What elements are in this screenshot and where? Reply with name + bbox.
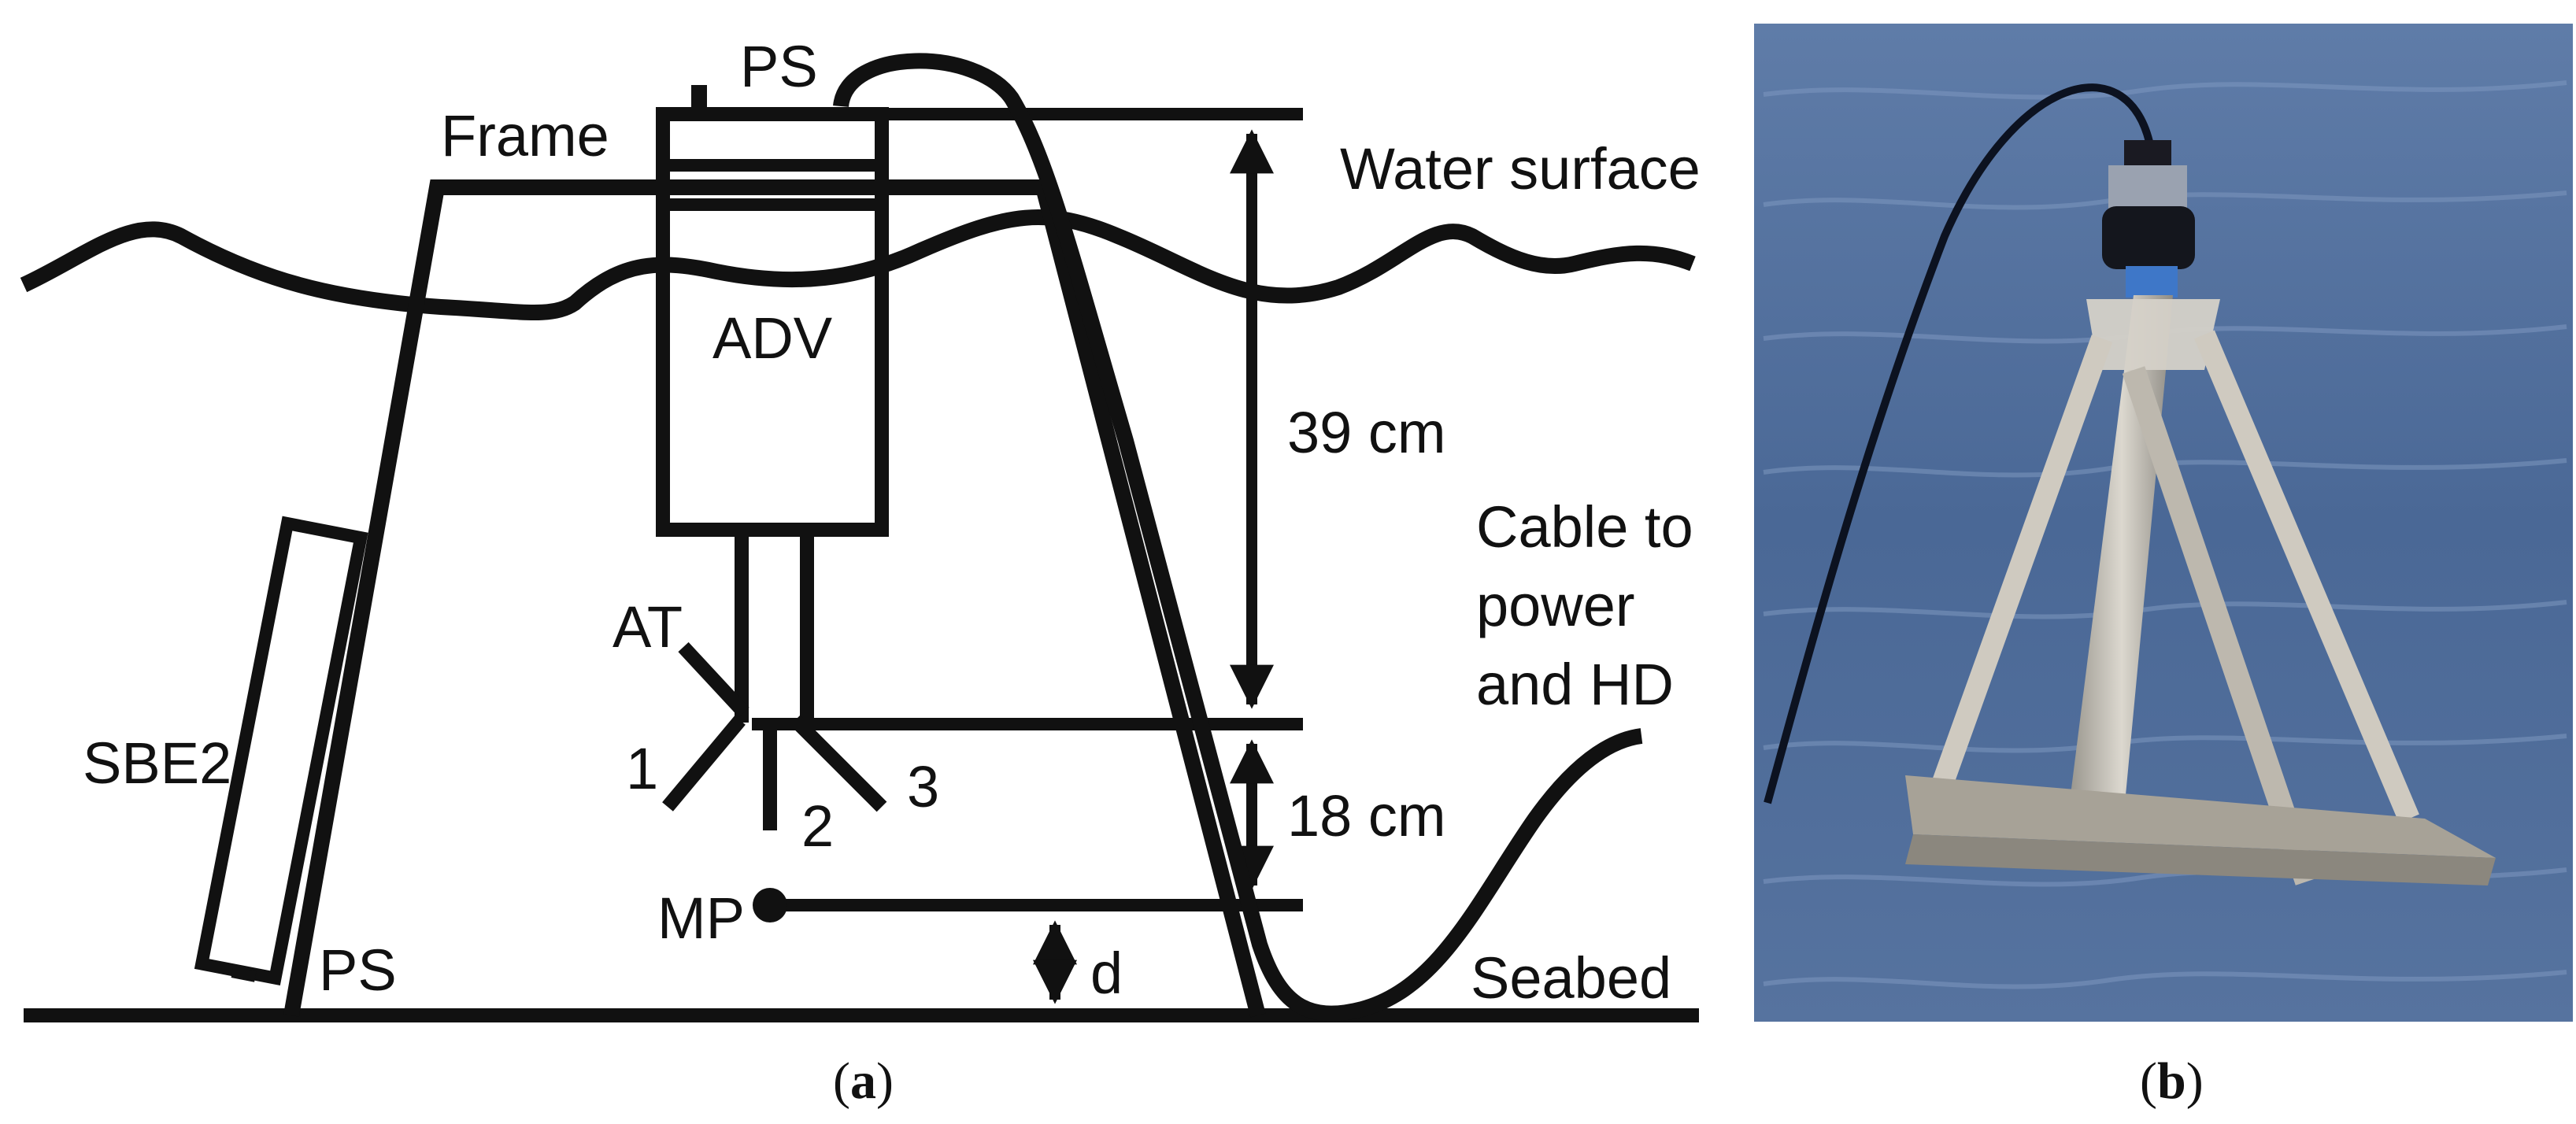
probe-arm-3 [790, 715, 887, 812]
label-adv: ADV [712, 305, 833, 371]
photo-top-mount [2086, 299, 2220, 370]
photo-leg-left [1922, 335, 2113, 815]
label-frame: Frame [441, 103, 609, 168]
sbe2-sensor [194, 516, 368, 986]
label-d: d [1090, 941, 1123, 1006]
label-cable-line1: Cable to [1476, 494, 1693, 560]
label-sbe2: SBE2 [83, 730, 231, 796]
label-mp: MP [657, 886, 745, 951]
adv-housing [656, 107, 889, 537]
photo-adv-head [2102, 140, 2195, 298]
mp-point [753, 888, 787, 922]
probe-arm-1 [662, 715, 746, 812]
label-probe-3: 3 [907, 754, 939, 819]
panel-b-photo [1754, 24, 2573, 1022]
label-ps-bottom: PS [319, 937, 397, 1003]
photo-leg-right [2194, 330, 2419, 823]
cable-line [833, 53, 1643, 1022]
label-at: AT [613, 594, 683, 660]
label-39cm: 39 cm [1287, 400, 1446, 465]
photo-base-bar [1905, 775, 2496, 858]
adv-top-connector [691, 85, 707, 116]
label-cable-line3: and HD [1476, 652, 1674, 717]
photo-cable [1764, 83, 2153, 804]
caption-b: (b) [2140, 1052, 2204, 1110]
probe-arm-at [678, 641, 749, 718]
label-probe-1: 1 [626, 736, 658, 801]
photo-leg-front [2122, 366, 2319, 886]
label-ps-top: PS [740, 34, 818, 99]
caption-a: (a) [833, 1052, 894, 1110]
label-18cm: 18 cm [1287, 783, 1446, 849]
panel-a-schematic: PS Frame Water surface ADV 39 cm Cable t… [20, 34, 1701, 1110]
water-surface-wave [20, 209, 1696, 320]
label-cable-line2: power [1476, 573, 1635, 638]
photo-base-front [1905, 834, 2496, 886]
label-water-surface: Water surface [1340, 136, 1701, 202]
frame-outline [283, 179, 1266, 1018]
label-probe-2: 2 [801, 793, 834, 859]
label-seabed: Seabed [1471, 945, 1671, 1011]
